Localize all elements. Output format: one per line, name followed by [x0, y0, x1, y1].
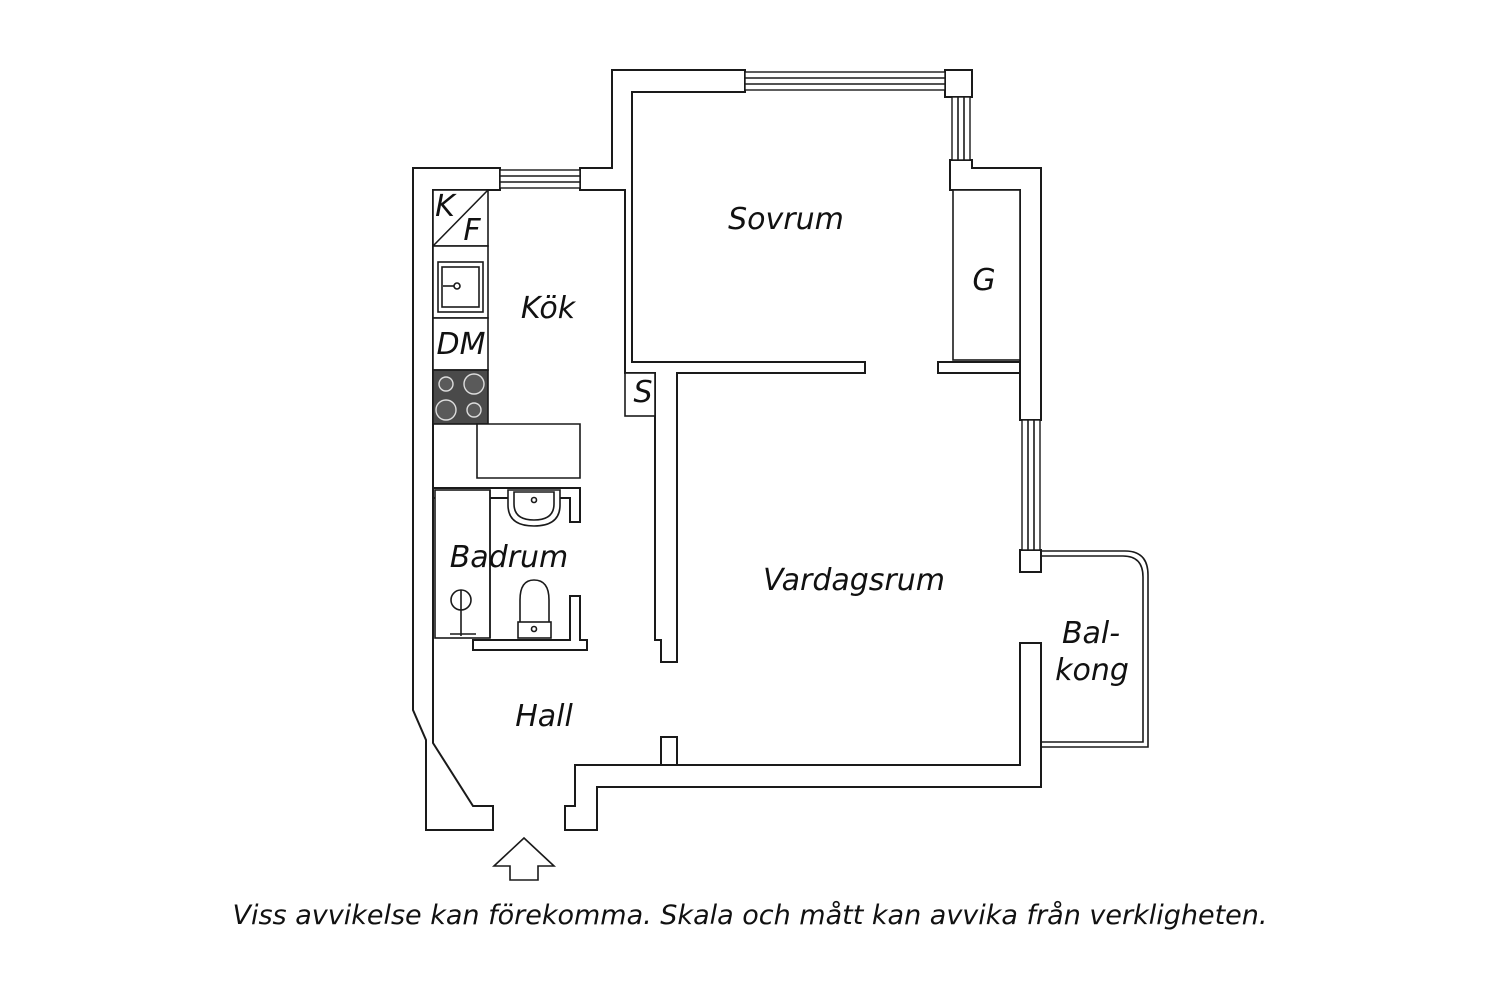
kitchen-fixtures [432, 189, 581, 479]
shower-area [434, 489, 491, 639]
room-label-kok: Kök [521, 291, 577, 326]
fixture-label-freezer: F [463, 213, 481, 248]
fixture-label-fridge: K [435, 189, 457, 224]
room-label-hall: Hall [515, 699, 573, 734]
fixture-label-wardrobe: G [972, 263, 995, 298]
room-label-balkong-line2: kong [1055, 653, 1129, 688]
closet-s-box [624, 372, 656, 417]
door-jamb-living [660, 736, 678, 766]
bathroom-bottom-wall [472, 595, 588, 651]
fixture-label-dishwasher: DM [437, 327, 486, 362]
living-bottom-wall [564, 642, 1042, 831]
room-label-sovrum: Sovrum [728, 202, 844, 237]
toilet [519, 579, 550, 629]
bedroom-left-wall [579, 69, 866, 663]
room-labels: Sovrum Kök Badrum Vardagsrum Hall Bal- k… [450, 202, 1129, 734]
walls [412, 69, 1042, 831]
wardrobe-box [952, 189, 1021, 361]
room-label-badrum: Badrum [450, 540, 569, 575]
fixture-labels: K F DM G S [435, 189, 995, 410]
room-label-balkong-line1: Bal- [1062, 616, 1120, 651]
fixture-label-closet: S [633, 375, 652, 410]
balcony-outline [1041, 550, 1149, 748]
bedroom-top-window [744, 71, 946, 91]
disclaimer-text: Viss avvikelse kan förekomma. Skala och … [233, 900, 1268, 931]
bathroom-fixtures [432, 487, 588, 651]
living-right-window [1021, 419, 1041, 551]
windows [499, 71, 1041, 551]
dishwasher [432, 317, 489, 371]
entrance-arrow-icon [491, 836, 557, 881]
bedroom-right-window [951, 96, 971, 161]
kitchen-window [499, 169, 581, 189]
room-label-vardagsrum: Vardagsrum [763, 563, 945, 598]
bedroom-top-right-wall [944, 69, 973, 98]
kitchen-counter [476, 423, 581, 479]
balcony-outline-inner [1041, 555, 1144, 743]
bedroom-living-wall-right [937, 361, 1021, 374]
living-right-wall-lower [1019, 549, 1042, 573]
